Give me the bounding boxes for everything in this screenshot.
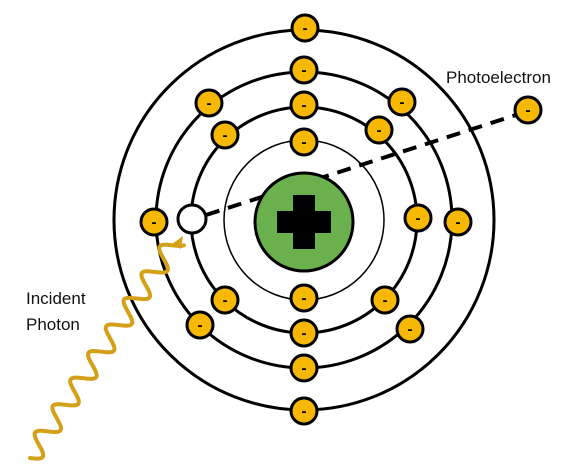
electron-charge-label: - [302,360,307,377]
electron-circle [395,314,425,344]
electron-circle [139,207,169,237]
electron: - [289,353,319,383]
electron-circle [364,115,394,145]
electron: - [139,207,169,237]
electron-charge-label: - [400,94,405,111]
electron-circle [513,95,543,125]
electron: - [364,115,394,145]
electron-circle [289,353,319,383]
electrons: -------------------- [139,13,543,426]
electron: - [387,87,417,117]
incident-photon-label-line1: Incident [26,289,86,308]
electron: - [395,314,425,344]
electron: - [289,318,319,348]
electron-circle [290,13,320,43]
electron-charge-label: - [302,134,307,151]
electron: - [443,207,473,237]
electron-circle [289,127,319,157]
photoelectron-label: Photoelectron [446,68,551,87]
electron-charge-label: - [302,325,307,342]
plus-icon [277,195,331,249]
electron: - [210,285,240,315]
electron: - [370,285,400,315]
electron-circle [185,310,215,340]
electron: - [289,396,319,426]
electron-circle [289,283,319,313]
photoelectron: - [513,95,543,125]
electron-charge-label: - [416,210,421,227]
photon-arrowhead [172,236,183,249]
electron: - [289,90,319,120]
photoelectron-trajectory [205,113,517,217]
electron-charge-label: - [526,102,531,119]
electron-circle [289,90,319,120]
electron-vacancy [176,203,208,235]
electron-circle [443,207,473,237]
electron-circle [289,396,319,426]
electron-charge-label: - [302,403,307,420]
electron: - [194,88,224,118]
electron-circle [289,55,319,85]
electron: - [289,55,319,85]
electron-charge-label: - [223,127,228,144]
incident-photon-label-line2: Photon [26,315,80,334]
electron-charge-label: - [207,95,212,112]
electron: - [289,283,319,313]
electron-charge-label: - [383,292,388,309]
electron-charge-label: - [408,321,413,338]
electron-charge-label: - [377,122,382,139]
electron-charge-label: - [303,20,308,37]
electron-charge-label: - [456,214,461,231]
electron-circle [194,88,224,118]
electron-charge-label: - [302,62,307,79]
electron: - [290,13,320,43]
electron: - [210,120,240,150]
electron-charge-label: - [302,290,307,307]
electron-circle [387,87,417,117]
electron-circle [210,285,240,315]
nucleus [253,171,355,273]
electron-circle [210,120,240,150]
electron: - [185,310,215,340]
electron-charge-label: - [152,214,157,231]
incident-photon-wave [28,242,186,461]
electron-charge-label: - [223,292,228,309]
electron-charge-label: - [302,97,307,114]
electron-circle [403,203,433,233]
electron: - [403,203,433,233]
electron-charge-label: - [198,317,203,334]
electron-circle [370,285,400,315]
electron-circle [289,318,319,348]
electron: - [289,127,319,157]
